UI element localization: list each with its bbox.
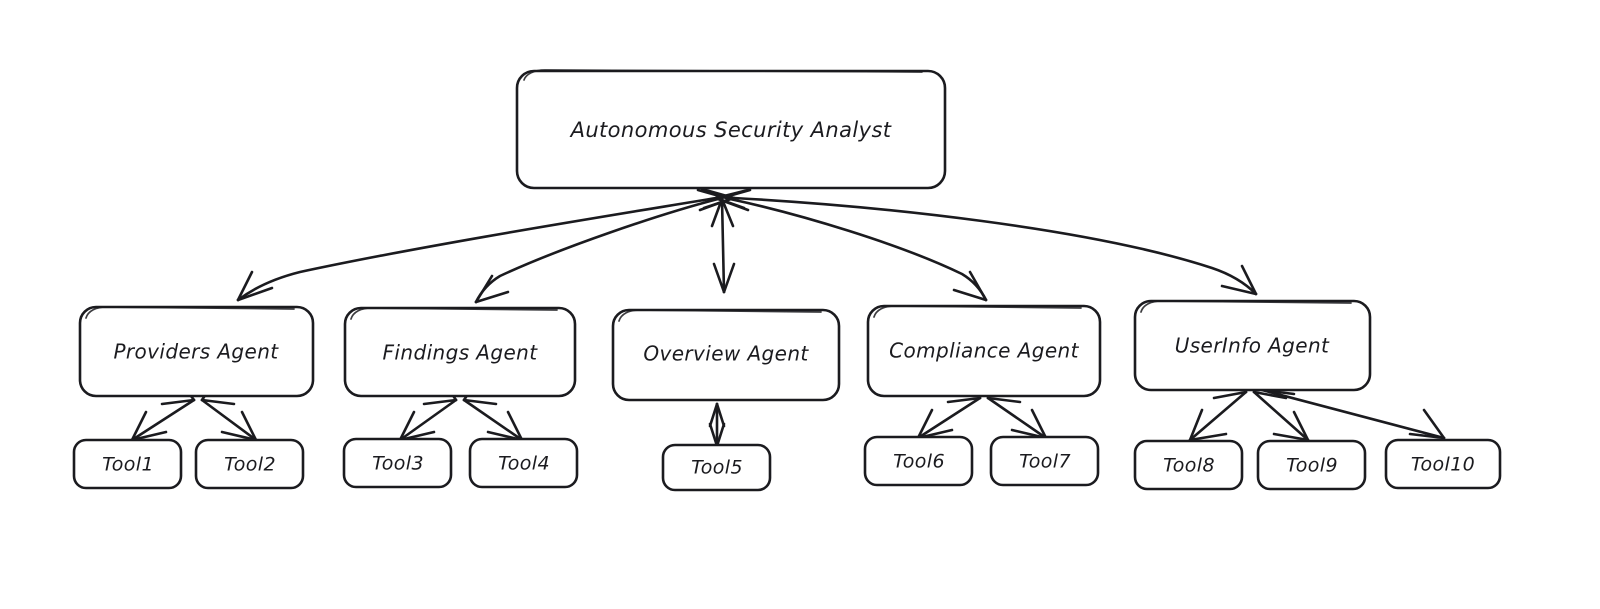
node-agent-userinfo[interactable]: UserInfo Agent [1133, 299, 1372, 392]
node-tool-3[interactable]: Tool3 [342, 437, 453, 489]
edge-overview-to-tool5[interactable] [708, 402, 726, 448]
compliance-agent-box[interactable] [866, 304, 1102, 398]
node-tool-6[interactable]: Tool6 [863, 435, 974, 487]
providers-agent-label: Providers Agent [113, 340, 279, 364]
node-tool-7[interactable]: Tool7 [989, 435, 1100, 487]
node-tool-10[interactable]: Tool10 [1384, 438, 1502, 490]
root-label: Autonomous Security Analyst [569, 118, 892, 142]
edge-root-to-userinfo[interactable] [700, 187, 1258, 296]
compliance-agent-sketch-stroke [873, 305, 1082, 318]
findings-agent-sketch-stroke [350, 307, 558, 320]
userinfo-agent-box[interactable] [1133, 299, 1372, 392]
tool4-label: Tool4 [498, 453, 550, 475]
tool2-box[interactable] [194, 438, 305, 490]
node-agent-overview[interactable]: Overview Agent [611, 308, 841, 402]
overview-agent-label: Overview Agent [643, 342, 809, 366]
tool10-label: Tool10 [1411, 454, 1475, 476]
findings-agent-box[interactable] [343, 306, 577, 398]
tool3-label: Tool3 [372, 453, 424, 475]
node-agent-providers[interactable]: Providers Agent [78, 305, 315, 398]
tool5-label: Tool5 [691, 457, 743, 479]
providers-agent-sketch-stroke [85, 306, 295, 319]
findings-agent-label: Findings Agent [383, 341, 539, 365]
tool5-box[interactable] [661, 443, 772, 492]
node-tool-1[interactable]: Tool1 [72, 438, 183, 490]
tool9-label: Tool9 [1286, 455, 1338, 477]
tool6-label: Tool6 [893, 451, 945, 473]
tool7-box[interactable] [989, 435, 1100, 487]
tool2-label: Tool2 [224, 454, 276, 476]
tool10-box[interactable] [1384, 438, 1502, 490]
tool7-label: Tool7 [1019, 451, 1071, 473]
tool8-label: Tool8 [1163, 455, 1215, 477]
compliance-agent-label: Compliance Agent [889, 339, 1079, 363]
overview-agent-box[interactable] [611, 308, 841, 402]
userinfo-agent-sketch-stroke [1140, 300, 1352, 313]
root-box-sketch-stroke [523, 69, 923, 81]
edge-group-root-to-agents [236, 187, 1258, 304]
tool1-box[interactable] [72, 438, 183, 490]
node-tool-8[interactable]: Tool8 [1133, 439, 1244, 491]
edge-providers-to-tool2[interactable] [200, 374, 258, 442]
node-tool-2[interactable]: Tool2 [194, 438, 305, 490]
tool8-box[interactable] [1133, 439, 1244, 491]
tool6-box[interactable] [863, 435, 974, 487]
tool1-label: Tool1 [102, 454, 154, 476]
edge-group-agents-to-tools [130, 366, 1446, 448]
node-agent-compliance[interactable]: Compliance Agent [866, 304, 1102, 398]
providers-agent-box[interactable] [78, 305, 315, 398]
tool4-box[interactable] [468, 437, 579, 489]
node-root[interactable]: Autonomous Security Analyst [515, 69, 947, 190]
userinfo-agent-label: UserInfo Agent [1175, 334, 1330, 358]
edge-root-to-providers[interactable] [236, 188, 750, 302]
overview-agent-sketch-stroke [618, 309, 822, 322]
node-tool-5[interactable]: Tool5 [661, 443, 772, 492]
edge-root-to-overview[interactable] [710, 197, 736, 294]
node-tool-9[interactable]: Tool9 [1256, 439, 1367, 491]
node-tool-4[interactable]: Tool4 [468, 437, 579, 489]
tool3-box[interactable] [342, 437, 453, 489]
tool9-box[interactable] [1256, 439, 1367, 491]
node-agent-findings[interactable]: Findings Agent [343, 306, 577, 398]
